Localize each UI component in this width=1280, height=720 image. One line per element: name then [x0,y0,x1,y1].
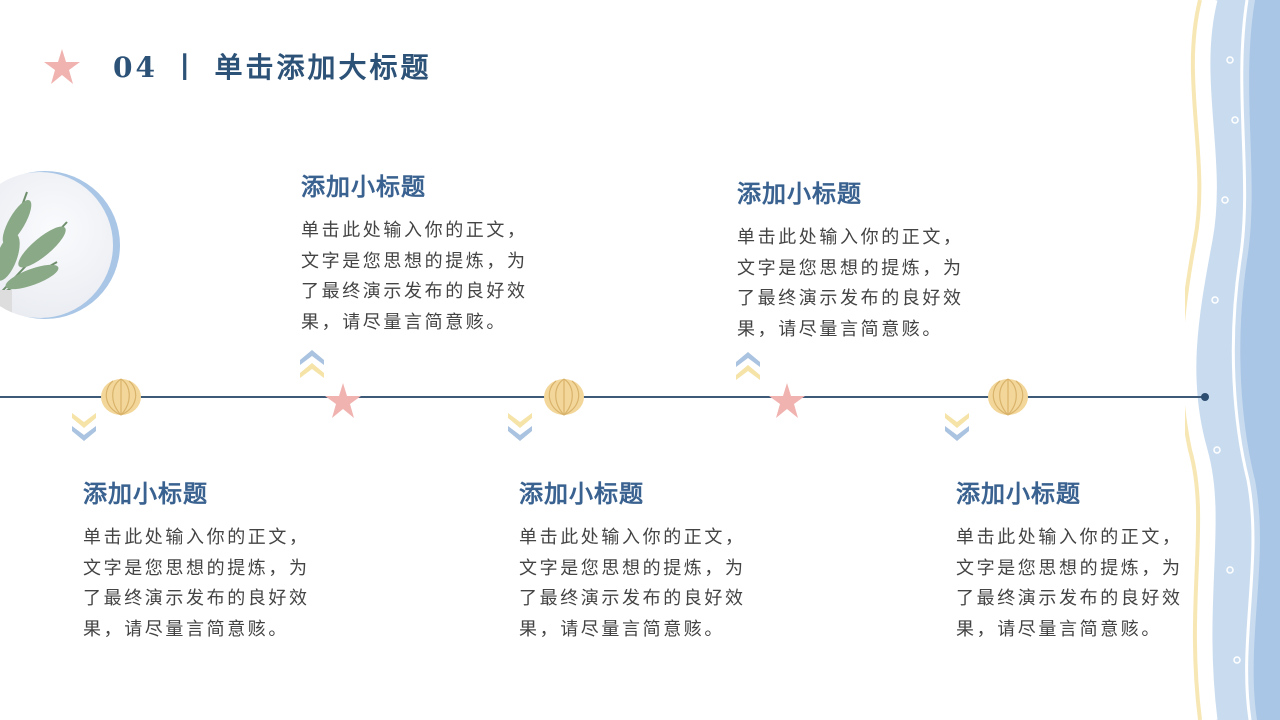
body-line: 了最终演示发布的良好效 [519,588,746,609]
item-heading: 添加小标题 [83,479,208,508]
body-line: 了最终演示发布的良好效 [737,288,964,309]
body-line: 果，请尽量言简意赅。 [737,318,943,340]
timeline-item-5: 添加小标题 单击此处输入你的正文， 文字是您思想的提炼，为 了最终演示发布的良好… [956,474,1183,645]
body-line: 了最终演示发布的良好效 [301,281,528,302]
starfish-icon [325,383,361,418]
timeline-item-4: 添加小标题 单击此处输入你的正文， 文字是您思想的提炼，为 了最终演示发布的良好… [737,174,964,345]
item-body: 单击此处输入你的正文， 文字是您思想的提炼，为 了最终演示发布的良好效 果，请尽… [301,216,528,338]
chevron-down-icon [508,413,532,441]
body-line: 果，请尽量言简意赅。 [956,618,1162,640]
body-line: 单击此处输入你的正文， [956,527,1183,548]
item-body: 单击此处输入你的正文， 文字是您思想的提炼，为 了最终演示发布的良好效 果，请尽… [83,523,310,645]
timeline-item-2: 添加小标题 单击此处输入你的正文， 文字是您思想的提炼，为 了最终演示发布的良好… [301,167,528,338]
item-heading: 添加小标题 [737,179,862,208]
shell-icon [988,378,1028,416]
body-line: 单击此处输入你的正文， [83,527,310,548]
chevron-up-icon [300,350,324,378]
chevron-up-icon [736,352,760,380]
body-line: 了最终演示发布的良好效 [956,588,1183,609]
item-body: 单击此处输入你的正文， 文字是您思想的提炼，为 了最终演示发布的良好效 果，请尽… [519,523,746,645]
body-line: 了最终演示发布的良好效 [83,588,310,609]
body-line: 文字是您思想的提炼，为 [519,557,746,579]
body-line: 文字是您思想的提炼，为 [956,557,1183,579]
page-title: 04 丨 单击添加大标题 [113,46,432,86]
title-number: 04 [113,51,158,84]
body-line: 文字是您思想的提炼，为 [83,557,310,579]
starfish-icon [44,49,80,84]
body-line: 单击此处输入你的正文， [737,227,964,248]
title-text: 单击添加大标题 [214,51,432,84]
timeline-line [0,396,1205,398]
item-body: 单击此处输入你的正文， 文字是您思想的提炼，为 了最终演示发布的良好效 果，请尽… [737,223,964,345]
chevron-down-icon [72,413,96,441]
timeline-item-3: 添加小标题 单击此处输入你的正文， 文字是您思想的提炼，为 了最终演示发布的良好… [519,474,746,645]
timeline-end-dot [1201,393,1209,401]
item-heading: 添加小标题 [519,479,644,508]
body-line: 文字是您思想的提炼，为 [737,257,964,279]
starfish-icon [769,383,805,418]
body-line: 果，请尽量言简意赅。 [83,618,289,640]
wave-decoration [1185,0,1280,720]
body-line: 果，请尽量言简意赅。 [519,618,725,640]
shell-icon [101,378,141,416]
body-line: 文字是您思想的提炼，为 [301,250,528,272]
body-line: 单击此处输入你的正文， [519,527,746,548]
shell-icon [544,378,584,416]
body-line: 单击此处输入你的正文， [301,220,528,241]
item-heading: 添加小标题 [956,479,1081,508]
chevron-down-icon [945,413,969,441]
item-heading: 添加小标题 [301,172,426,201]
body-line: 果，请尽量言简意赅。 [301,311,507,333]
timeline-item-1: 添加小标题 单击此处输入你的正文， 文字是您思想的提炼，为 了最终演示发布的良好… [83,474,310,645]
title-separator: 丨 [170,51,202,84]
item-body: 单击此处输入你的正文， 文字是您思想的提炼，为 了最终演示发布的良好效 果，请尽… [956,523,1183,645]
